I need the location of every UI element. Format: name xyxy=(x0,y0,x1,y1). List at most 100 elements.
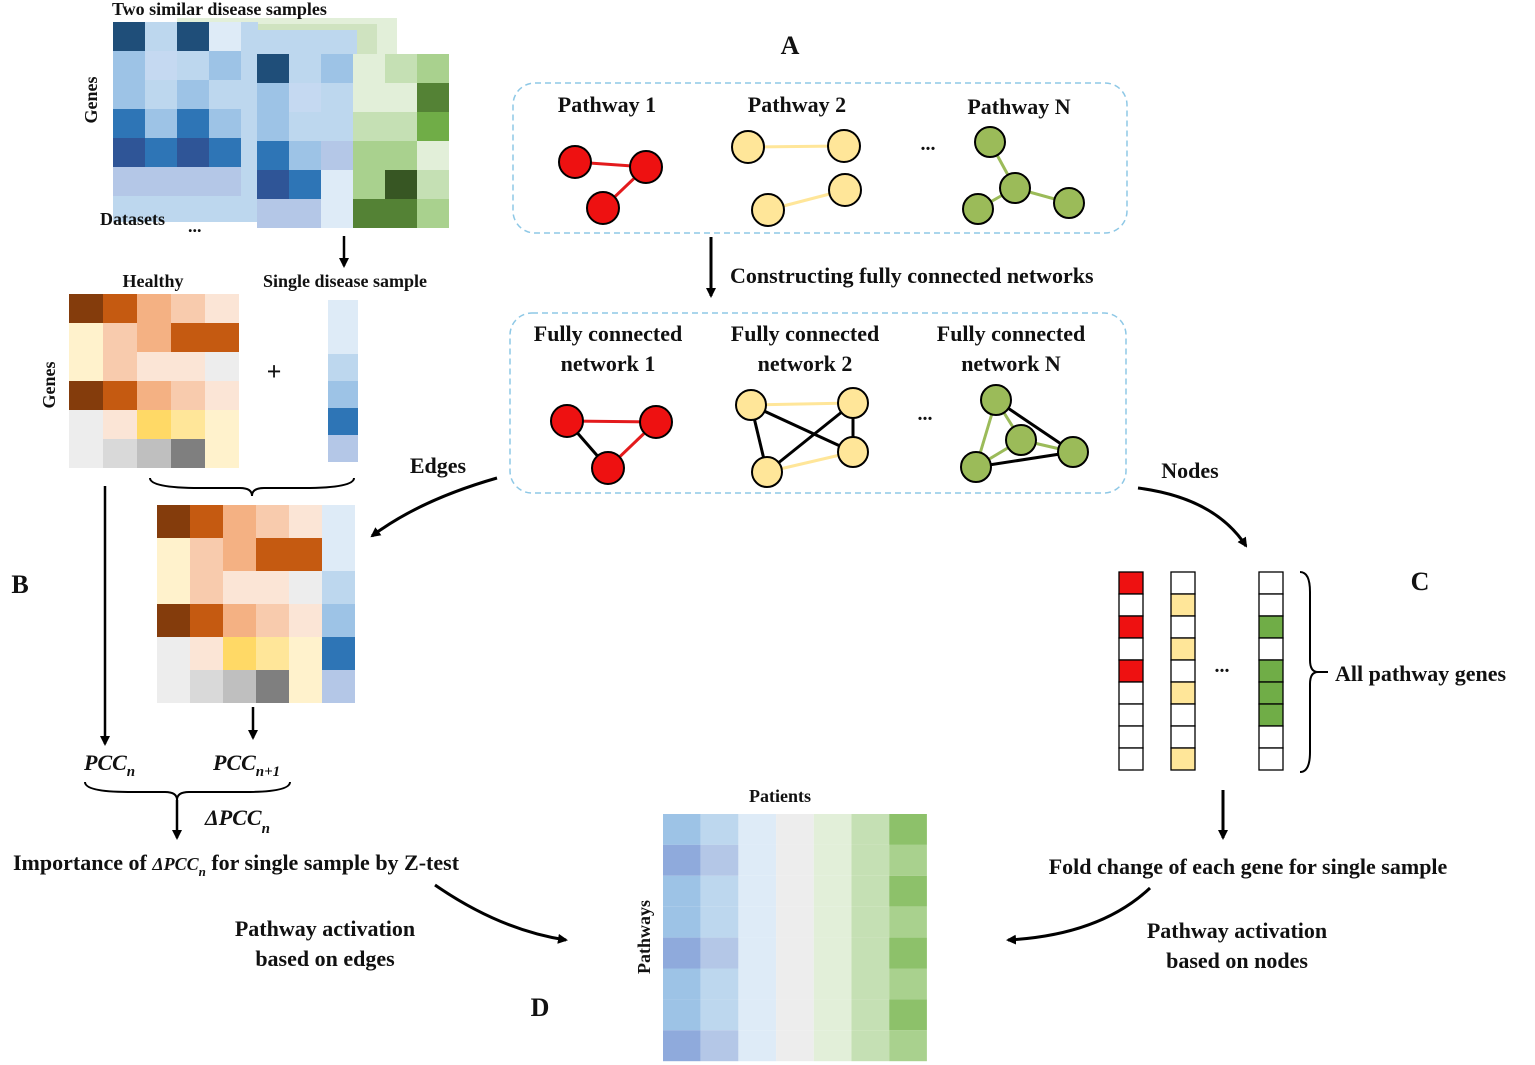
matrix-cell xyxy=(776,999,814,1031)
heatmap-cell xyxy=(257,83,289,112)
heatmap-cell xyxy=(256,571,289,604)
red-node xyxy=(550,404,584,438)
gene-cell xyxy=(1170,681,1196,705)
heatmap-cell xyxy=(171,323,205,352)
pcc-n1-label: PCCn+1 xyxy=(212,750,280,780)
matrix-cell xyxy=(889,814,927,845)
all-genes-label: All pathway genes xyxy=(1335,661,1507,686)
gene-cell xyxy=(1258,703,1284,727)
matrix-cell xyxy=(889,968,927,1000)
datasets-label: Datasets xyxy=(100,209,165,229)
panel-label-b: B xyxy=(11,570,28,599)
yellow-node xyxy=(837,436,869,468)
pcc-n-label: PCCn xyxy=(83,750,135,780)
matrix-cell xyxy=(776,1030,814,1062)
matrix-cell xyxy=(813,906,852,938)
edges-activation-line1: Pathway activation xyxy=(235,916,415,941)
gene-cell xyxy=(1118,703,1144,727)
heatmap-cell xyxy=(157,571,190,604)
heatmap-cell xyxy=(190,670,223,703)
heatmap-cell xyxy=(205,381,239,410)
patients-label: Patients xyxy=(749,786,811,806)
healthy-heatmap xyxy=(69,294,239,468)
matrix-cell xyxy=(889,906,927,938)
panel-label-a: A xyxy=(781,31,800,60)
heatmap-cell xyxy=(256,538,289,571)
yellow-node xyxy=(751,193,785,227)
heatmap-cell xyxy=(417,141,449,170)
heatmap-cell xyxy=(417,170,449,199)
matrix-cell xyxy=(851,844,890,876)
network-n-label-line2: network N xyxy=(961,351,1061,376)
heatmap-cell xyxy=(103,381,137,410)
heatmap-cell xyxy=(177,138,209,167)
heatmap-cell xyxy=(257,141,289,170)
heatmap-cell xyxy=(190,505,223,538)
gene-cell xyxy=(1170,593,1196,617)
heatmap-cell xyxy=(157,670,190,703)
matrix-cell xyxy=(776,844,814,876)
heatmap-cell xyxy=(257,170,289,199)
nodes-activation-line1: Pathway activation xyxy=(1147,918,1327,943)
red-node xyxy=(586,191,620,225)
heatmap-cell xyxy=(223,505,256,538)
single-sample-heatmap xyxy=(328,300,358,462)
heatmap-cell xyxy=(69,410,103,439)
gene-vectors xyxy=(1118,571,1284,771)
green-node xyxy=(974,126,1006,158)
heatmap-cell xyxy=(209,51,241,80)
heatmap-cell xyxy=(289,571,322,604)
heatmap-cell xyxy=(113,167,145,196)
heatmap-cell xyxy=(289,637,322,670)
matrix-cell xyxy=(700,968,739,1000)
yellow-node xyxy=(751,456,783,488)
heatmap-cell xyxy=(321,199,353,228)
gene-cell xyxy=(1170,571,1196,595)
heatmap-cell xyxy=(209,138,241,167)
matrix-cell xyxy=(889,999,927,1031)
heatmap-cell xyxy=(289,670,322,703)
heatmap-cell xyxy=(171,294,205,323)
heatmap-cell xyxy=(205,352,239,381)
heatmap-cell xyxy=(321,141,353,170)
edges-label: Edges xyxy=(410,453,467,478)
gene-cell xyxy=(1170,637,1196,661)
heatmap-cell xyxy=(353,199,385,228)
nodes-to-matrix-arrow xyxy=(1006,886,1152,945)
heatmap-cell xyxy=(157,637,190,670)
green-node xyxy=(999,172,1031,204)
red-node xyxy=(558,145,592,179)
gene-cell xyxy=(1258,681,1284,705)
pathways-axis-label: Pathways xyxy=(634,900,654,974)
heatmap-cell xyxy=(328,435,358,462)
matrix-cell xyxy=(813,999,852,1031)
heatmap-cell xyxy=(223,670,256,703)
heatmap-cell xyxy=(137,294,171,323)
matrix-cell xyxy=(663,968,701,1000)
heatmap-cell xyxy=(205,323,239,352)
heatmap-cell xyxy=(137,439,171,468)
heatmap-cell xyxy=(321,170,353,199)
networks-box xyxy=(509,312,1127,494)
heatmap-cell xyxy=(171,439,205,468)
heatmap-cell xyxy=(322,604,355,637)
gene-vectors-ellipsis: ... xyxy=(1215,655,1230,677)
heatmap-cell xyxy=(103,439,137,468)
matrix-cell xyxy=(738,1030,777,1062)
heatmap-cell xyxy=(328,381,358,408)
matrix-cell xyxy=(663,937,701,969)
red-node xyxy=(629,150,663,184)
plus-sign: + xyxy=(267,357,282,386)
yellow-node xyxy=(731,130,765,164)
heatmap-cell xyxy=(289,199,321,228)
heatmap-cell xyxy=(145,22,177,51)
heatmap-cell xyxy=(223,604,256,637)
single-sample-label: Single disease sample xyxy=(263,271,427,291)
network-1-label-line1: Fully connected xyxy=(534,321,683,346)
heatmap-cell xyxy=(322,571,355,604)
delta-pcc-label: ΔPCCn xyxy=(204,805,270,837)
heatmap-cell xyxy=(257,112,289,141)
heatmap-cell xyxy=(256,637,289,670)
green-node xyxy=(1057,436,1089,468)
heatmap-cell xyxy=(353,54,385,83)
